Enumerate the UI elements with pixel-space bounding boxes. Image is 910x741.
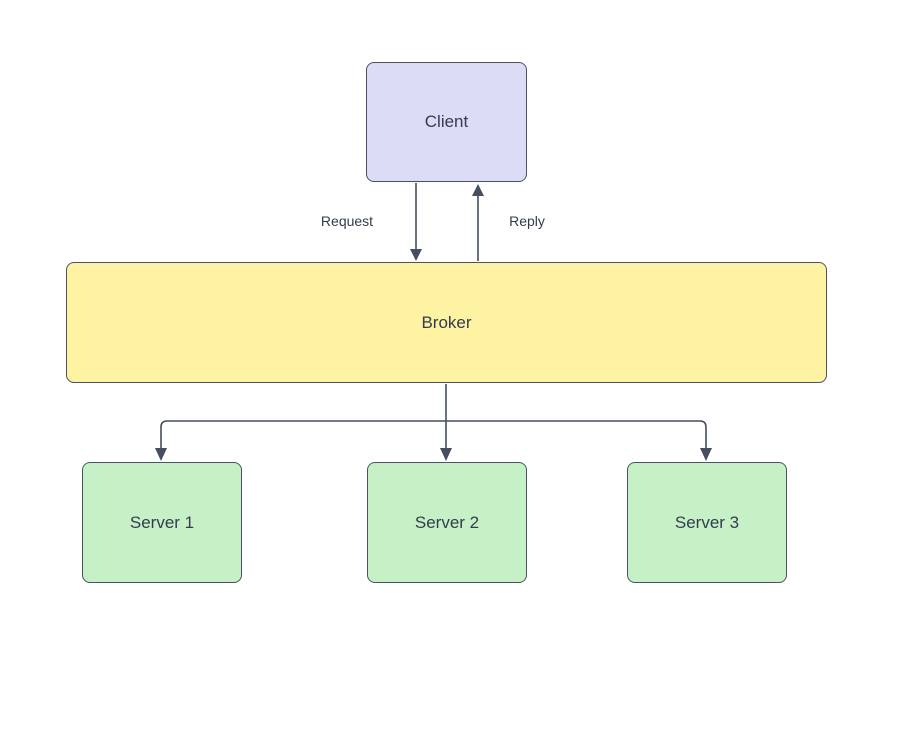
server1-node: Server 1 xyxy=(82,462,242,583)
edge-broker-branch xyxy=(160,384,707,448)
server3-node: Server 3 xyxy=(627,462,787,583)
client-node: Client xyxy=(366,62,527,182)
edge-server3-arrowhead xyxy=(700,448,712,461)
server2-node: Server 2 xyxy=(367,462,527,583)
edge-reply-arrow xyxy=(472,184,484,261)
server3-node-label: Server 3 xyxy=(674,512,740,532)
edge-server2-arrowhead xyxy=(440,448,452,461)
edge-server1-arrowhead xyxy=(155,448,167,461)
client-node-label: Client xyxy=(424,112,469,131)
server1-node-label: Server 1 xyxy=(129,512,195,532)
reply-edge-label: Reply xyxy=(509,213,545,229)
request-edge-label: Request xyxy=(320,213,374,229)
broker-node-label: Broker xyxy=(421,312,472,332)
edge-request-arrow xyxy=(410,183,422,261)
broker-node: Broker xyxy=(66,262,827,383)
server2-node-label: Server 2 xyxy=(414,512,480,532)
